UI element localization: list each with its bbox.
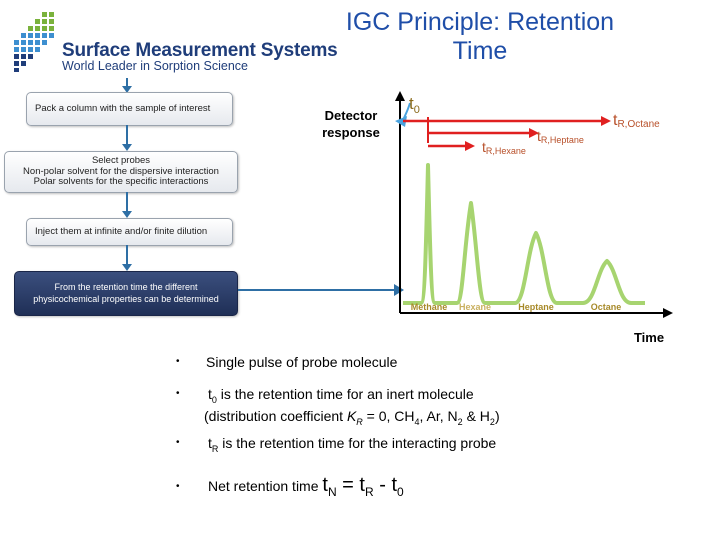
bullet-t0-definition: t0 is the retention time for an inert mo… [204, 386, 500, 427]
bullet-marker: • [176, 437, 180, 448]
y-axis-label: Detector [325, 108, 378, 123]
flow-connector [126, 125, 128, 145]
flow-arrow-head [122, 211, 132, 218]
company-tagline: World Leader in Sorption Science [62, 59, 248, 73]
flow-connector [126, 192, 128, 212]
t0-label: t0 [409, 94, 420, 116]
flow-step-label: Select probes [91, 155, 151, 166]
tr-hexane-label: tR,Hexane [482, 139, 526, 156]
tr-heptane-label: tR,Heptane [537, 128, 584, 145]
flow-step-select-probes: Select probes Non-polar solvent for the … [4, 151, 238, 193]
flow-step-label: Pack a column with the sample of interes… [35, 103, 211, 114]
bullet-marker: • [176, 356, 180, 367]
flow-step-pack-column: Pack a column with the sample of interes… [26, 92, 233, 126]
bullet-marker: • [176, 388, 180, 399]
x-axis-label: Time [634, 330, 664, 345]
peak-label-hexane: Hexane [459, 302, 491, 312]
tr-octane-label: tR,Octane [613, 112, 660, 130]
flow-arrow-head [122, 264, 132, 271]
y-axis-arrow-icon [395, 91, 405, 101]
t0-pointer-head-icon [395, 116, 407, 127]
chromatogram: Detector response Time t0 tR,Octane tR,H… [322, 91, 673, 345]
flow-step-inject: Inject them at infinite and/or finite di… [26, 218, 233, 246]
flow-arrow-head [122, 144, 132, 151]
bullet-single-pulse: Single pulse of probe molecule [206, 354, 398, 370]
x-axis-arrow-icon [663, 308, 673, 318]
slide-title: IGC Principle: Retention Time [320, 8, 640, 66]
flow-connector [126, 78, 128, 88]
peak-label-octane: Octane [591, 302, 622, 312]
flow-connector [126, 245, 128, 265]
peak-label-heptane: Heptane [518, 302, 554, 312]
arrow-head-icon [529, 128, 539, 138]
flow-step-label: Polar solvents for the specific interact… [33, 176, 209, 187]
company-logo-mark [14, 12, 54, 72]
company-name: Surface Measurement Systems [62, 40, 338, 61]
slide-title-line1: IGC Principle: Retention [345, 8, 615, 36]
flow-step-label: Inject them at infinite and/or finite di… [35, 226, 208, 237]
flow-arrow-head [122, 86, 132, 93]
bullet-tr-definition: tR is the retention time for the interac… [208, 435, 497, 454]
peak-label-methane: Methane [411, 302, 448, 312]
bullet-marker: • [176, 481, 180, 492]
flow-step-result: From the retention time the different ph… [14, 271, 238, 316]
bullet-net-retention: Net retention time tN = tR - t0 [208, 474, 404, 499]
chromatogram-trace [403, 163, 645, 305]
arrow-head-icon [465, 141, 475, 151]
flow-step-label: From the retention time the different [54, 282, 198, 292]
flow-step-label: physicochemical properties can be determ… [33, 294, 219, 304]
slide-title-line2: Time [452, 37, 508, 65]
flow-step-label: Non-polar solvent for the dispersive int… [23, 165, 219, 177]
arrow-head-icon [601, 116, 611, 126]
y-axis-label: response [322, 125, 380, 140]
